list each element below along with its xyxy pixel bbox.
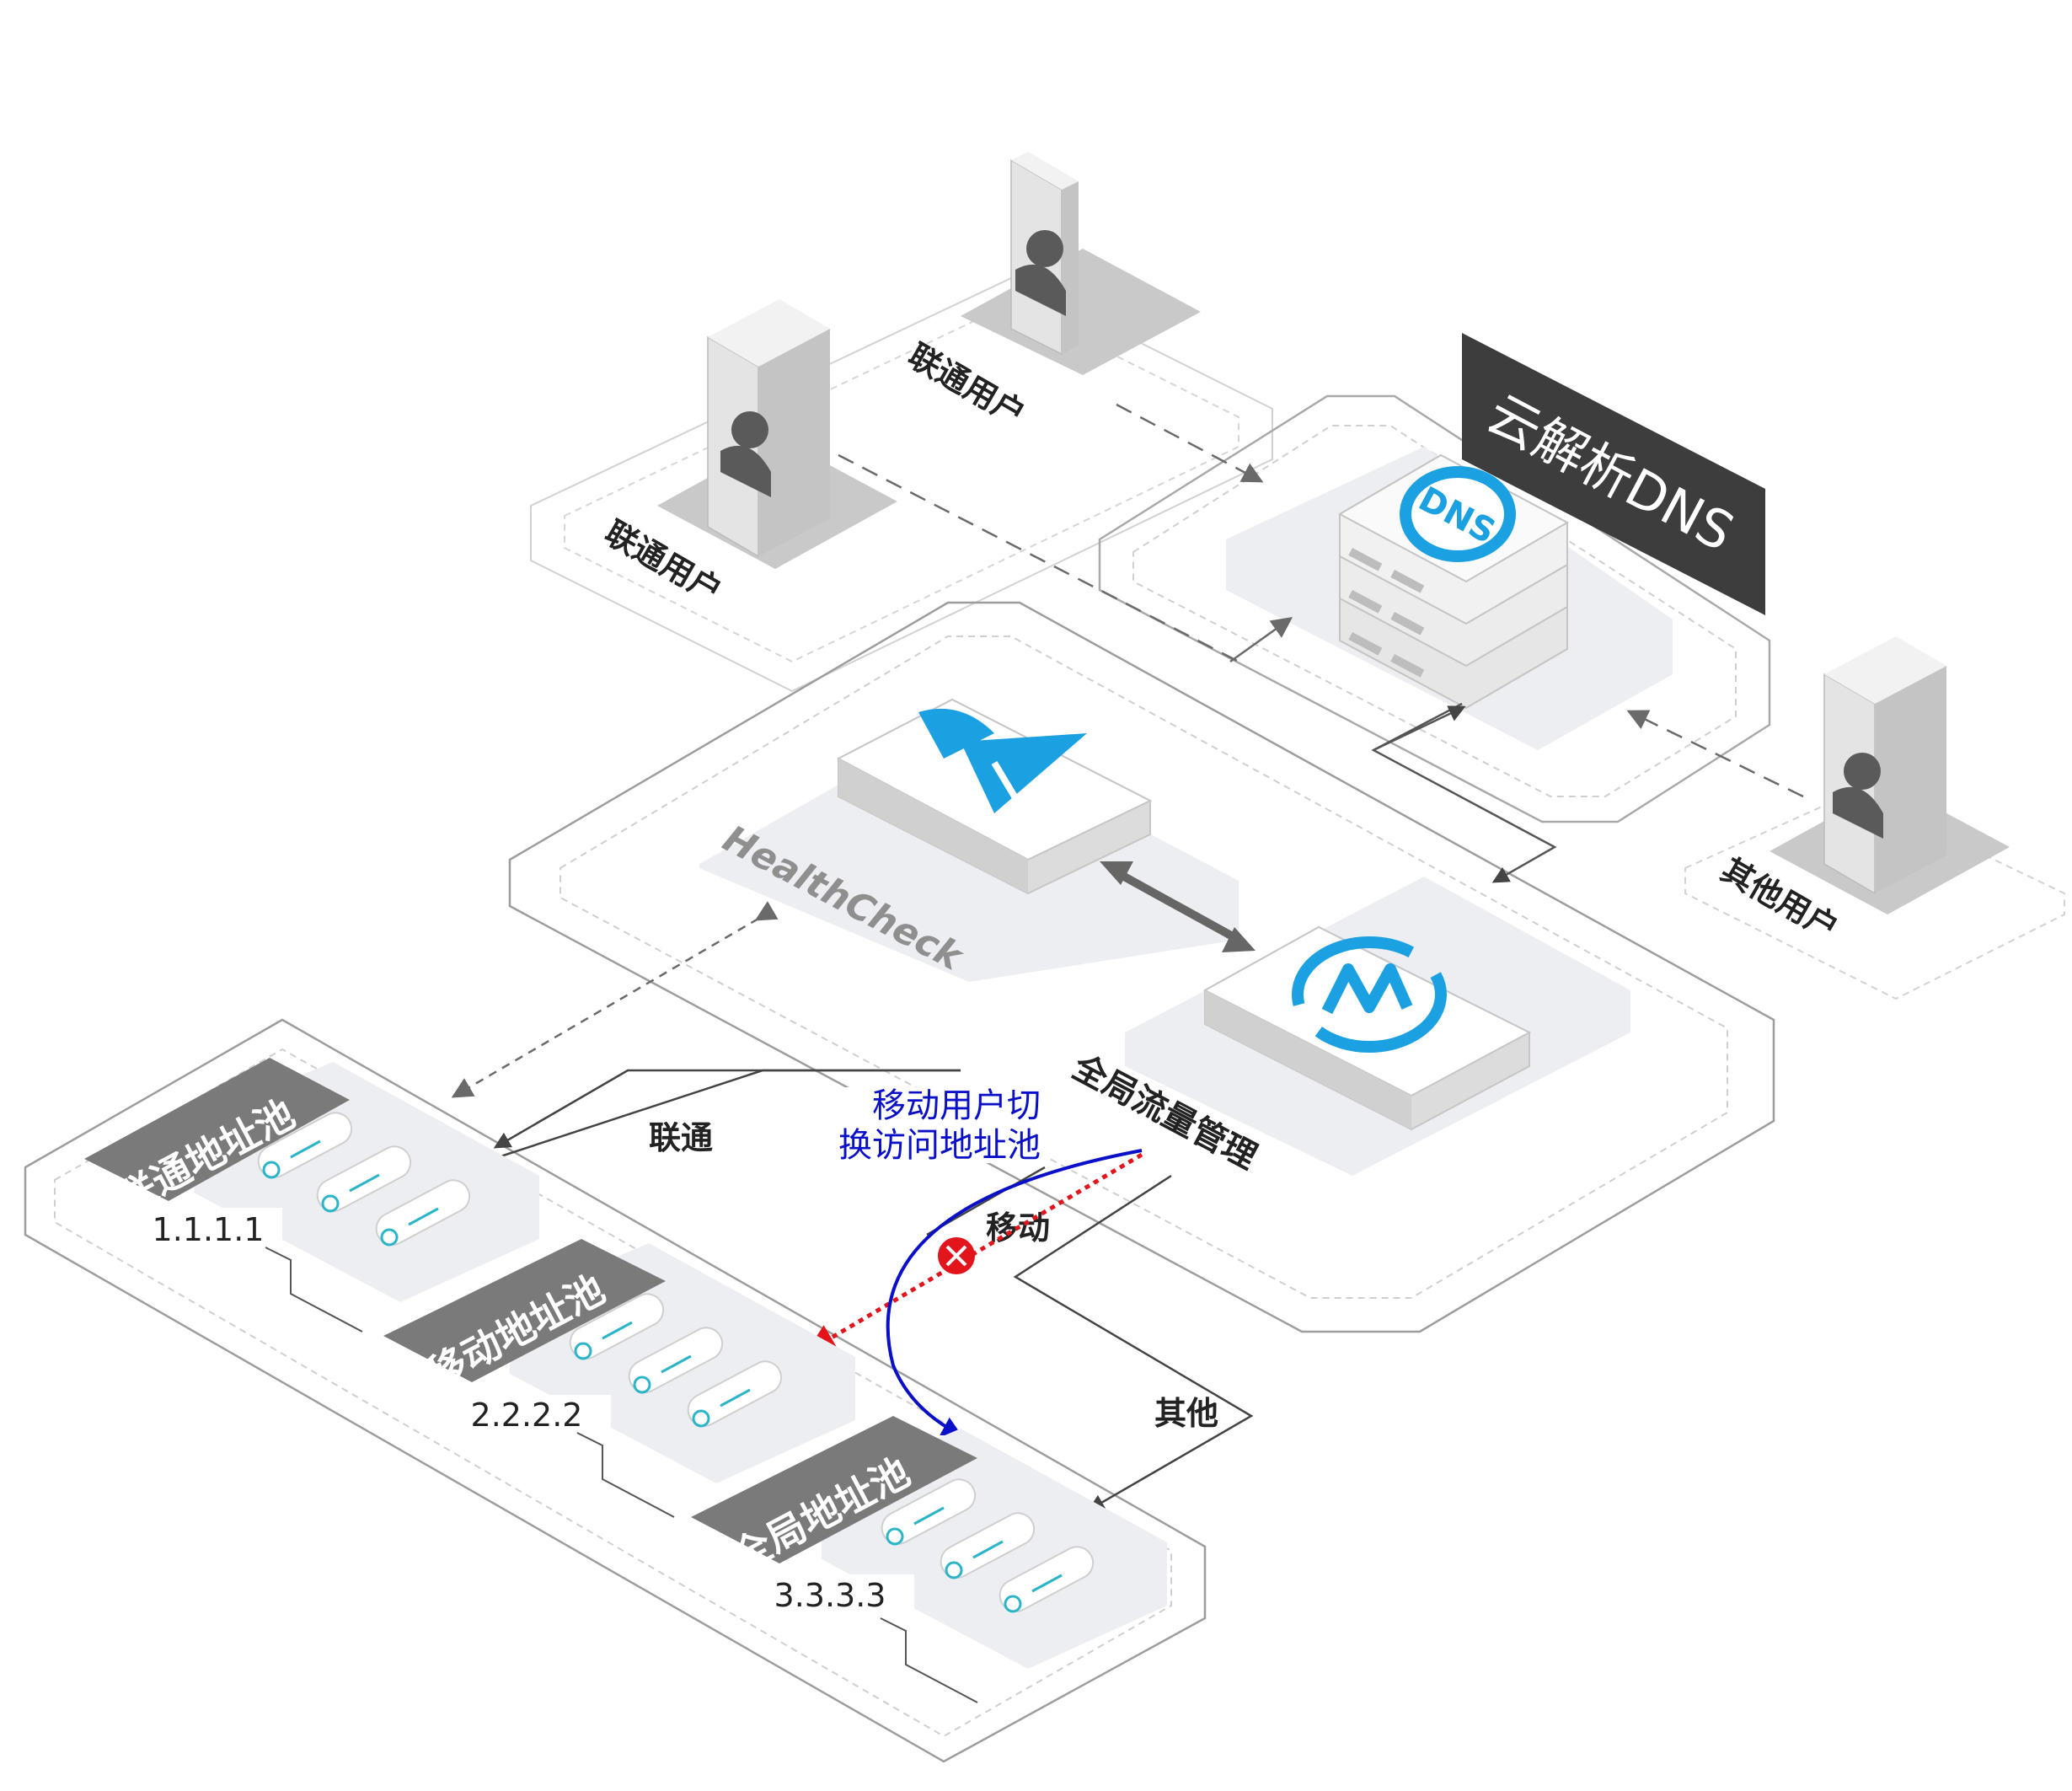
healthcheck-probe-arrow [451, 901, 779, 1098]
healthcheck-gtm-link [1100, 861, 1256, 952]
pool-bracket-lines [265, 1247, 978, 1703]
route-other-label: 其他 [1154, 1395, 1218, 1432]
switch-note-line1: 移动用户切 [872, 1086, 1041, 1125]
healthcheck-logo-icon [918, 708, 1087, 813]
dns-gtm-link [1371, 702, 1557, 883]
switched-route [886, 1149, 1143, 1436]
route-unicom-label: 联通 [649, 1119, 713, 1156]
failed-mobile-route [806, 1152, 1143, 1354]
unicom-pool-ip: 1.1.1.1 [153, 1211, 265, 1248]
mobile-pool-ip: 2.2.2.2 [471, 1397, 583, 1434]
user-avatar-icon [1833, 753, 1883, 839]
unicom-user-b-label: 联通用户 [902, 337, 1032, 433]
other-user [1769, 636, 2010, 914]
global-pool: 全局地址池 3.3.3.3 [691, 1416, 1167, 1669]
gtm-logo-icon [1292, 936, 1447, 1053]
user-dns-query-lines [838, 403, 1804, 798]
user-avatar-icon [720, 411, 771, 497]
mobile-pool: 移动地址池 2.2.2.2 [383, 1239, 855, 1483]
pool-server-icons [257, 1112, 471, 1246]
dns-logo-icon: DNS [1400, 466, 1516, 562]
other-user-zone [1684, 791, 2065, 1000]
healthcheck-device [836, 698, 1153, 895]
switch-note-line2: 换访问地址池 [838, 1126, 1041, 1165]
pools-zone [24, 1018, 1207, 1763]
switch-note: 移动用户切 换访问地址池 [813, 1086, 1049, 1165]
global-pool-ip: 3.3.3.3 [774, 1577, 886, 1614]
unicom-user-a [657, 299, 897, 569]
dns-server: DNS [1337, 453, 1570, 710]
unicom-pool: 联通地址池 1.1.1.1 [84, 1058, 539, 1302]
user-avatar-icon [1015, 230, 1066, 316]
failure-icon [938, 1237, 975, 1274]
gtm-device [1202, 925, 1532, 1131]
unicom-user-b [961, 152, 1201, 375]
